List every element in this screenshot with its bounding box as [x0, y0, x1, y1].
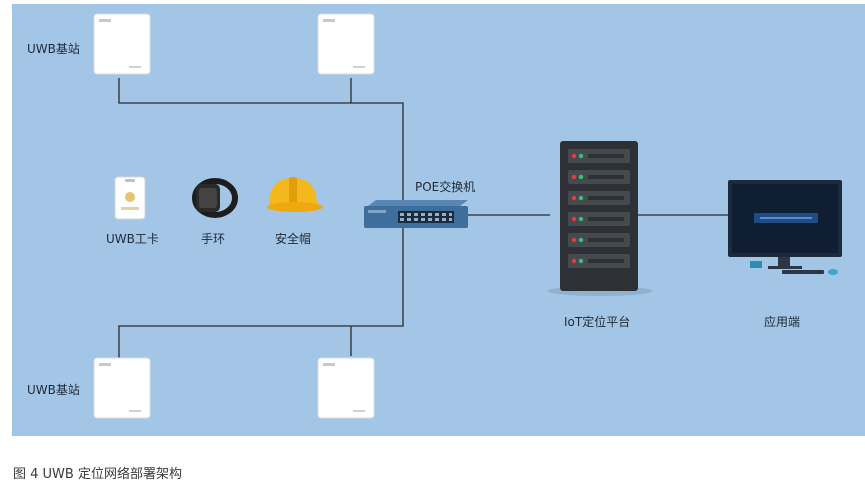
uwb-station-label: UWB基站 — [27, 383, 80, 397]
network-lines — [118, 78, 728, 362]
poe-switch-label: POE交换机 — [415, 180, 476, 194]
link-bottom-stations — [118, 226, 404, 362]
figure-caption: 图 4 UWB 定位网络部署架构 — [13, 467, 182, 482]
iot-platform-label: IoT定位平台 — [564, 315, 631, 329]
poe-switch-icon — [364, 200, 468, 228]
application-label: 应用端 — [764, 315, 801, 329]
uwb-card-icon — [114, 176, 146, 220]
uwb-station-icon — [93, 13, 151, 75]
monitor-icon — [728, 180, 842, 275]
link-top-stations — [118, 78, 404, 214]
uwb-station-icon — [317, 357, 375, 419]
uwb-station-icon — [93, 357, 151, 419]
wristband-label: 手环 — [201, 232, 226, 246]
uwb-station-label: UWB基站 — [27, 42, 80, 56]
server-rack-icon — [548, 141, 652, 296]
deployment-diagram: UWB基站 UWB基站 POE交换机 UWB工卡 手环 安全帽 IoT定位平台 … — [12, 4, 865, 436]
helmet-icon — [267, 177, 323, 212]
uwb-card-label: UWB工卡 — [106, 232, 159, 246]
diagram-graphics — [93, 13, 842, 419]
uwb-station-icon — [317, 13, 375, 75]
helmet-label: 安全帽 — [275, 232, 312, 246]
wristband-icon — [192, 178, 238, 218]
